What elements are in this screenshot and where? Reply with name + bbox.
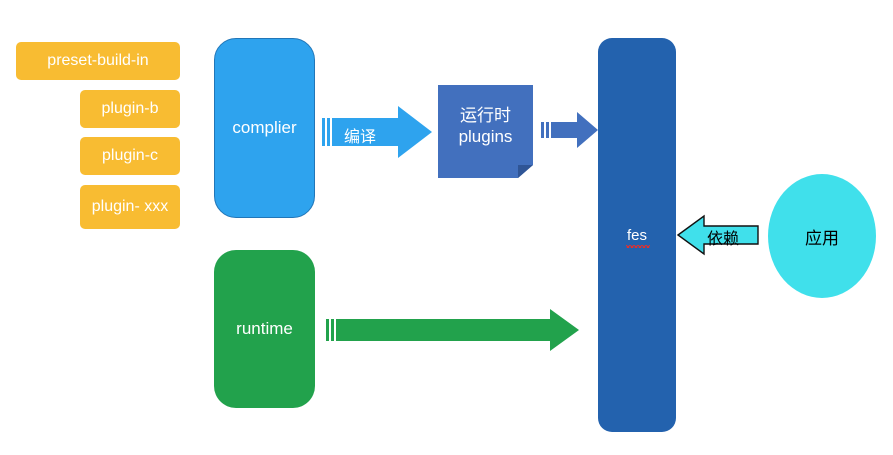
chip-plugin-b[interactable]: plugin-b — [80, 90, 180, 128]
chip-label: preset-build-in — [47, 52, 149, 70]
node-runtime[interactable]: runtime — [214, 250, 315, 408]
node-label: 运行时 plugins — [458, 106, 513, 146]
node-complier[interactable]: complier — [214, 38, 315, 218]
node-label: runtime — [236, 319, 293, 338]
node-application[interactable]: 应用 — [768, 174, 876, 298]
chip-label: plugin- xxx — [91, 198, 169, 216]
node-label: 应用 — [805, 228, 839, 248]
chip-plugin-xxx[interactable]: plugin- xxx — [80, 185, 180, 229]
chip-plugin-c[interactable]: plugin-c — [80, 137, 180, 175]
doc-shape — [438, 85, 533, 178]
chip-label: plugin-c — [101, 147, 159, 165]
node-label: complier — [232, 118, 297, 137]
chip-label: plugin-b — [101, 100, 159, 118]
arrow-compile[interactable]: 编译 — [322, 104, 434, 160]
arrow-dependency[interactable]: 依赖 — [676, 213, 760, 257]
node-fes[interactable]: fes — [598, 38, 676, 432]
arrow-runtime-to-fes[interactable] — [326, 308, 580, 352]
chip-preset-build-in[interactable]: preset-build-in — [16, 42, 180, 80]
arrow-plugins-to-fes[interactable] — [541, 110, 599, 150]
node-label: fes — [625, 226, 651, 248]
node-runtime-plugins[interactable]: 运行时 plugins — [438, 85, 533, 178]
